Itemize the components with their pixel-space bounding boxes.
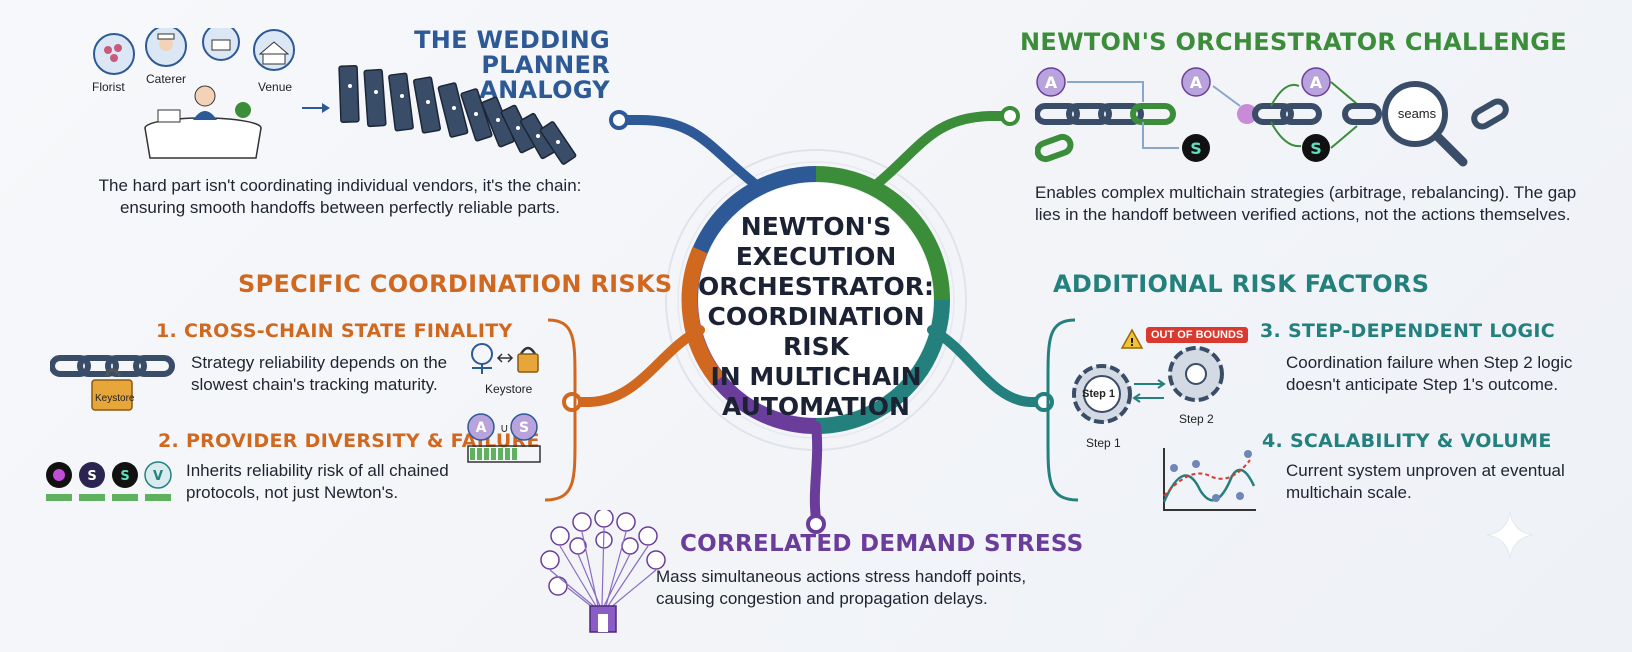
center-title-line: COORDINATION RISK xyxy=(707,302,925,361)
center-title: NEWTON'S EXECUTION ORCHESTRATOR: COORDIN… xyxy=(678,212,954,422)
item2-body-line: Inherits reliability risk of all chained xyxy=(186,461,449,480)
center-title-line: ORCHESTRATOR: xyxy=(697,272,935,301)
branch-orange xyxy=(570,325,705,407)
item3-title: 3. STEP-DEPENDENT LOGIC xyxy=(1260,320,1556,342)
wedding-body-line: ensuring smooth handoffs between perfect… xyxy=(119,198,561,218)
svg-text:A: A xyxy=(1190,73,1203,92)
additional-title: ADDITIONAL RISK FACTORS xyxy=(1053,270,1430,298)
bracket-teal xyxy=(1046,318,1079,502)
svg-text:S: S xyxy=(519,420,529,436)
chain-flow-icon: A A S A S xyxy=(1035,67,1509,167)
svg-text:A: A xyxy=(1045,73,1058,92)
demand-body-line: causing congestion and propagation delay… xyxy=(656,589,988,609)
item4-body: Current system unproven at eventual mult… xyxy=(1286,460,1586,505)
demand-body: Mass simultaneous actions stress handoff… xyxy=(656,566,1096,611)
item1-body-line: slowest chain's tracking maturity. xyxy=(191,375,438,395)
item4-title: 4. SCALABILITY & VOLUME xyxy=(1262,430,1552,452)
center-disc xyxy=(699,183,933,417)
out-of-bounds-badge: OUT OF BOUNDS xyxy=(1146,327,1249,343)
domino-chain-icon xyxy=(302,65,577,165)
center-title-line: AUTOMATION xyxy=(721,392,910,421)
gear-step2-label: Step 2 xyxy=(1179,412,1214,426)
key-lock-icon xyxy=(471,343,539,374)
scale-chart-icon xyxy=(1162,448,1256,511)
item3-body: Coordination failure when Step 2 logic d… xyxy=(1286,352,1586,397)
wedding-body: The hard part isn't coordinating individ… xyxy=(80,175,600,220)
challenge-body-line: lies in the handoff between verified act… xyxy=(1035,205,1571,225)
item4-body-line: multichain scale. xyxy=(1286,483,1412,503)
padlock-label: Keystore xyxy=(95,393,135,404)
seams-label: seams xyxy=(1397,106,1437,121)
challenge-title: NEWTON'S ORCHESTRATOR CHALLENGE xyxy=(1020,28,1567,56)
svg-text:!: ! xyxy=(1129,336,1134,349)
provider-union-icon: A ∪ S xyxy=(467,413,541,463)
branch-green xyxy=(867,111,1013,193)
branch-blue xyxy=(615,115,765,193)
sparkle-icon xyxy=(1486,511,1534,559)
florist-label: Florist xyxy=(92,80,125,94)
demand-body-line: Mass simultaneous actions stress handoff… xyxy=(656,567,1027,586)
wedding-title-line: THE WEDDING PLANNER xyxy=(414,26,610,80)
ring-arc-teal xyxy=(815,299,950,434)
challenge-body: Enables complex multichain strategies (a… xyxy=(1035,182,1595,227)
gear-step1-label: Step 1 xyxy=(1082,388,1116,400)
svg-text:S: S xyxy=(1190,139,1202,158)
ring-arc-green xyxy=(815,166,950,301)
wedding-title-line: ANALOGY xyxy=(479,76,610,105)
center-title-line: IN MULTICHAIN xyxy=(710,362,922,391)
ring-arc-orange xyxy=(681,246,725,386)
item4-body-line: Current system unproven at eventual xyxy=(1286,461,1565,480)
svg-text:V: V xyxy=(153,469,163,484)
branch-purple xyxy=(809,421,823,523)
svg-text:A: A xyxy=(476,420,487,436)
item2-title: 2. PROVIDER DIVERSITY & FAILURE xyxy=(158,430,540,452)
venue-label: Venue xyxy=(258,80,293,94)
item1-title: 1. CROSS-CHAIN STATE FINALITY xyxy=(156,320,513,342)
item3-body-line: doesn't anticipate Step 1's outcome. xyxy=(1286,375,1559,395)
provider-logos-icon: S S V xyxy=(46,461,172,501)
item1-body-line: Strategy reliability depends on the xyxy=(191,353,448,372)
crowd-funnel-icon xyxy=(540,510,666,633)
wedding-title: THE WEDDING PLANNER ANALOGY xyxy=(340,26,610,105)
svg-text:S: S xyxy=(87,469,96,484)
center-title-line: NEWTON'S xyxy=(740,212,892,241)
steps-gear-icon: ! xyxy=(1072,328,1224,424)
svg-text:A: A xyxy=(1310,73,1323,92)
demand-title: CORRELATED DEMAND STRESS xyxy=(680,531,1084,557)
item1-body: Strategy reliability depends on the slow… xyxy=(191,352,461,397)
center-title-line: EXECUTION xyxy=(735,242,897,271)
bracket-orange xyxy=(544,318,577,502)
wedding-scene-icon xyxy=(93,28,295,159)
chain-padlock-icon xyxy=(50,355,175,411)
item2-body: Inherits reliability risk of all chained… xyxy=(186,460,466,505)
caterer-label: Caterer xyxy=(146,72,187,86)
keystore-label: Keystore xyxy=(485,382,533,396)
svg-text:S: S xyxy=(1310,139,1322,158)
svg-text:S: S xyxy=(120,469,129,484)
svg-text:∪: ∪ xyxy=(500,421,509,435)
wedding-body-line: The hard part isn't coordinating individ… xyxy=(98,176,582,195)
coordination-title: SPECIFIC COORDINATION RISKS xyxy=(238,270,673,298)
item2-body-line: protocols, not just Newton's. xyxy=(186,483,399,503)
challenge-body-line: Enables complex multichain strategies (a… xyxy=(1035,183,1577,202)
branch-teal xyxy=(927,325,1045,407)
step1-caption: Step 1 xyxy=(1086,436,1121,450)
item3-body-line: Coordination failure when Step 2 logic xyxy=(1286,353,1573,372)
